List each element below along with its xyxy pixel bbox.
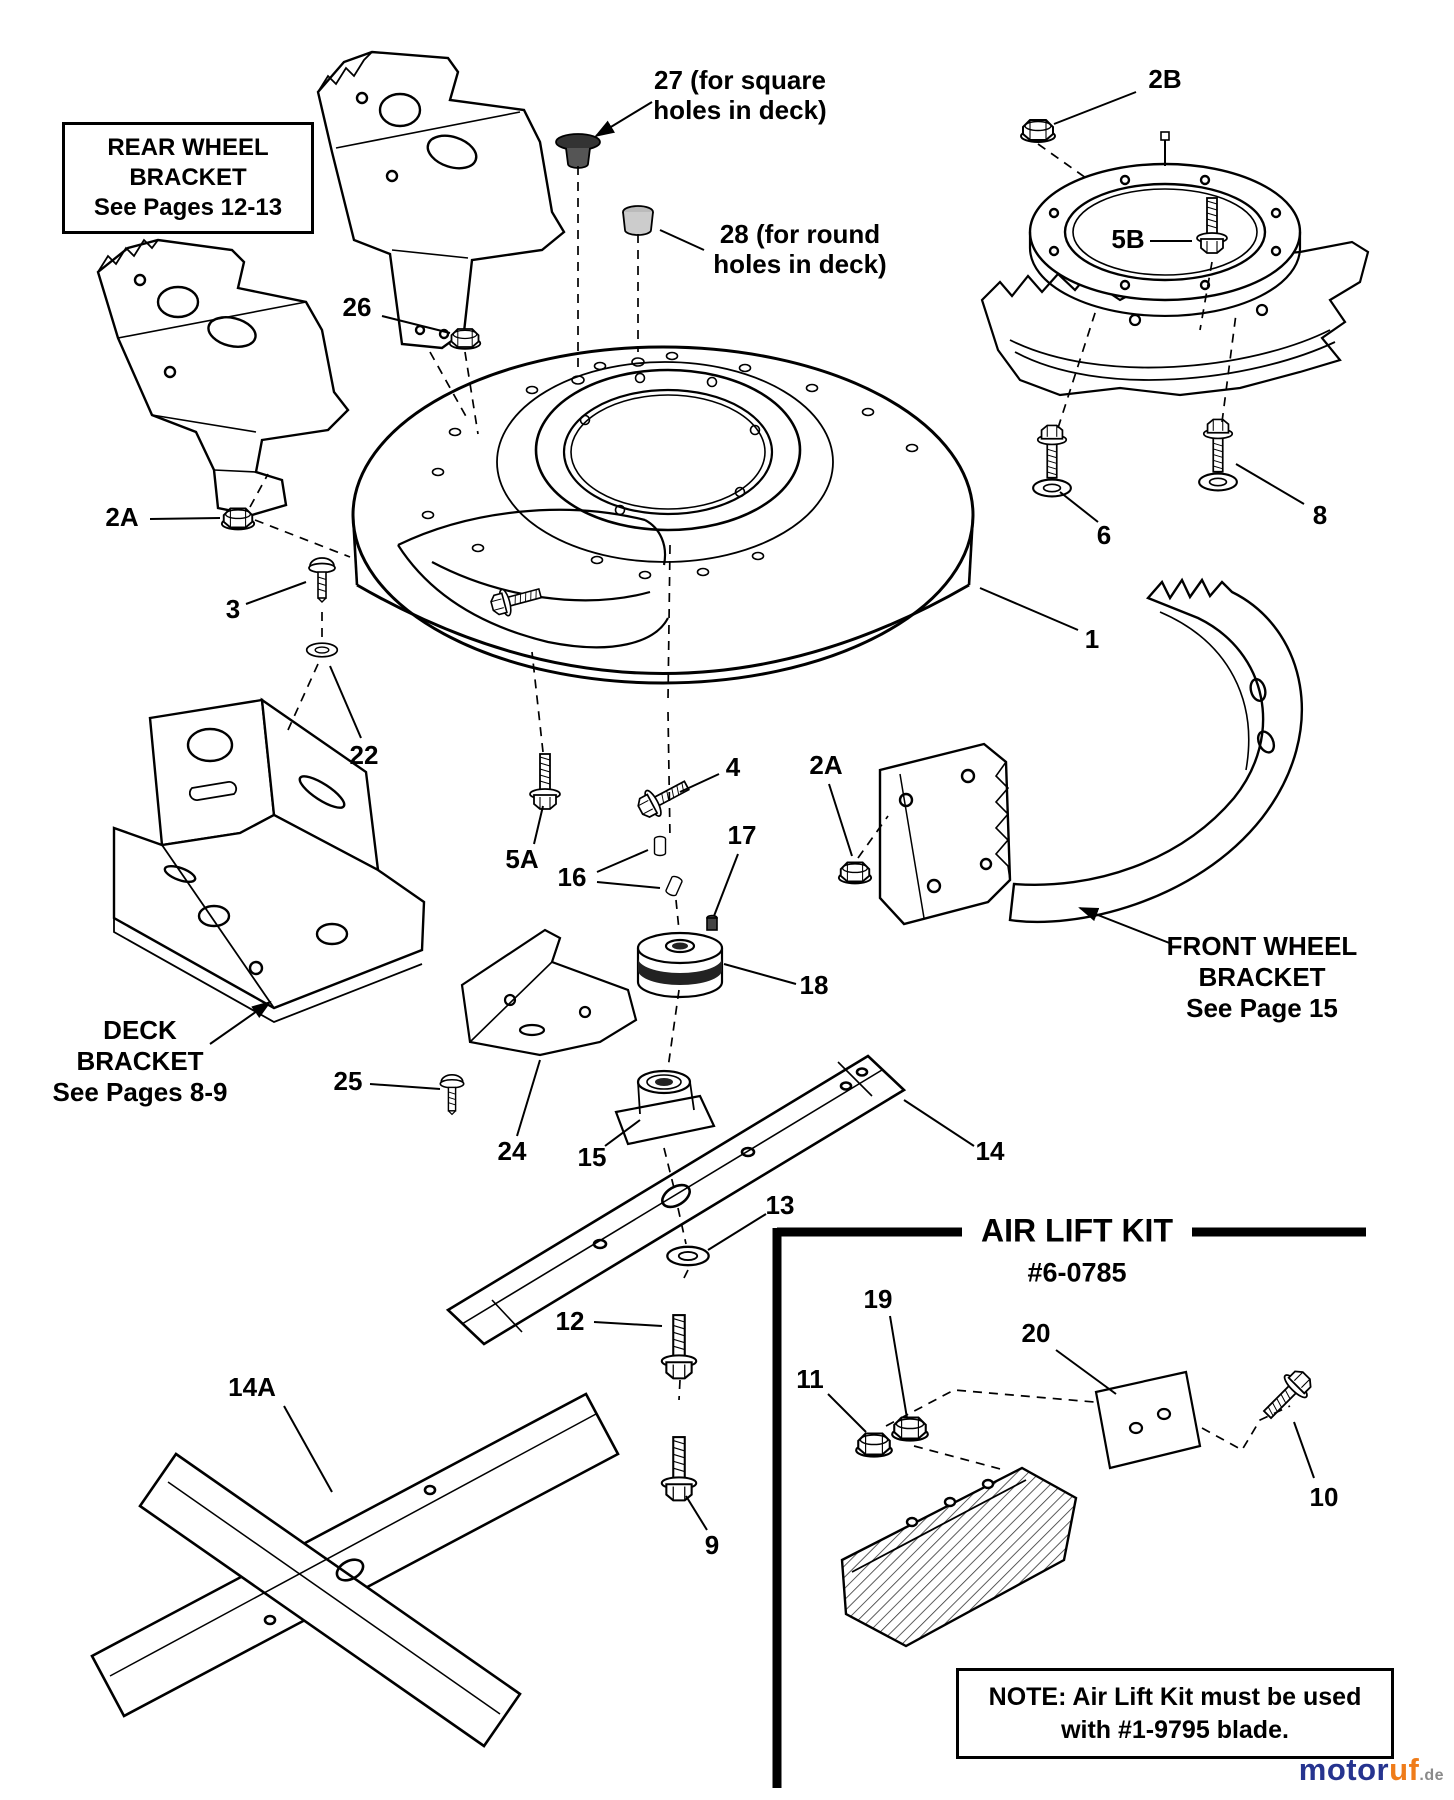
callout-10: 10: [1309, 1482, 1339, 1513]
callout-4: 4: [725, 752, 741, 783]
plug-28: [622, 205, 654, 236]
washer-13: [666, 1245, 710, 1267]
rear-wheel-bracket-lower: [96, 238, 350, 517]
air-lift-scoop-plate: [840, 1466, 1078, 1648]
pin-16a: [653, 835, 667, 857]
callout-leader-lines: [149, 91, 1315, 1531]
callout-6: 6: [1096, 520, 1112, 551]
callout-28: 28 (for round holes in deck): [713, 219, 887, 279]
watermark-brand-left: motor: [1298, 1752, 1390, 1787]
motoruf-watermark: motoruf.de: [1299, 1752, 1444, 1788]
washer-8: [1198, 472, 1238, 492]
callout-17: 17: [727, 820, 757, 851]
bolt-6: [1036, 424, 1068, 479]
air-lift-plate-20: [1094, 1370, 1202, 1470]
callout-27: 27 (for square holes in deck): [653, 65, 827, 125]
washer-22: [305, 642, 339, 658]
callout-8: 8: [1312, 500, 1328, 531]
callout-14: 14: [975, 1136, 1005, 1167]
blade-14a: [90, 1392, 620, 1748]
callout-14a: 14A: [228, 1372, 276, 1403]
callout-15: 15: [577, 1142, 607, 1173]
nut-26: [448, 328, 482, 350]
bolt-12: [660, 1314, 698, 1380]
callout-1: 1: [1084, 624, 1100, 655]
screw-3: [308, 557, 336, 603]
callout-5a: 5A: [505, 844, 539, 875]
bolt-5a: [529, 753, 561, 810]
callout-12: 12: [555, 1306, 585, 1337]
key-17: [706, 914, 718, 931]
callout-22: 22: [349, 740, 379, 771]
blade-14: [445, 1054, 907, 1346]
callout-3: 3: [225, 594, 241, 625]
callout-13: 13: [765, 1190, 795, 1221]
nut-2a-left: [220, 507, 256, 531]
nut-11: [855, 1432, 893, 1458]
bolt-4: [632, 772, 695, 824]
callout-18: 18: [799, 970, 829, 1001]
front-wheel-bracket-label: FRONT WHEEL BRACKET See Page 15: [1166, 931, 1358, 1024]
bolt-8: [1202, 418, 1234, 473]
callout-24: 24: [497, 1136, 527, 1167]
callout-5b: 5B: [1111, 224, 1145, 255]
bolt-9: [660, 1436, 698, 1502]
rear-wheel-bracket-note: REAR WHEEL BRACKET See Pages 12-13: [62, 122, 314, 234]
pin-16b: [664, 874, 684, 898]
callout-16: 16: [557, 862, 587, 893]
callout-11: 11: [796, 1364, 824, 1395]
mower-deck-housing: [351, 345, 975, 685]
assembly-dashed-lines: [249, 143, 1291, 1471]
deck-cutaway-plate: [980, 240, 1370, 397]
air-lift-kit-note: NOTE: Air Lift Kit must be used with #1-…: [956, 1668, 1394, 1759]
front-wheel-bracket-art: [1008, 577, 1303, 924]
callout-26: 26: [342, 292, 372, 323]
bolt-10: [1255, 1364, 1318, 1427]
callout-2a-right: 2A: [809, 750, 843, 781]
watermark-tld: .de: [1419, 1767, 1444, 1784]
air-lift-kit-title: AIR LIFT KIT: [981, 1212, 1173, 1249]
washer-6: [1032, 478, 1072, 498]
plug-27: [555, 133, 601, 169]
callout-2a-left: 2A: [105, 502, 139, 533]
air-lift-kit-part-number: #6-0785: [1027, 1257, 1127, 1288]
spacer-18: [636, 931, 724, 999]
callout-20: 20: [1021, 1318, 1051, 1349]
callout-19: 19: [863, 1284, 893, 1315]
nut-2a-right: [837, 861, 873, 885]
watermark-brand-right: uf: [1389, 1752, 1420, 1787]
screw-25: [439, 1073, 465, 1116]
baffle-plate-24: [460, 928, 638, 1057]
nut-19: [891, 1416, 929, 1442]
blade-adapter-ring: [1028, 131, 1302, 318]
air-lift-kit-border: [772, 1227, 1366, 1788]
blade-adapter-15: [614, 1069, 716, 1146]
callout-25: 25: [333, 1066, 363, 1097]
front-bracket-plate: [878, 742, 1012, 926]
callout-9: 9: [704, 1530, 720, 1561]
nut-2b: [1020, 119, 1056, 143]
deck-bracket-art: [112, 697, 426, 1023]
deck-bracket-label: DECK BRACKET See Pages 8-9: [52, 1015, 228, 1108]
callout-2b: 2B: [1148, 64, 1182, 95]
